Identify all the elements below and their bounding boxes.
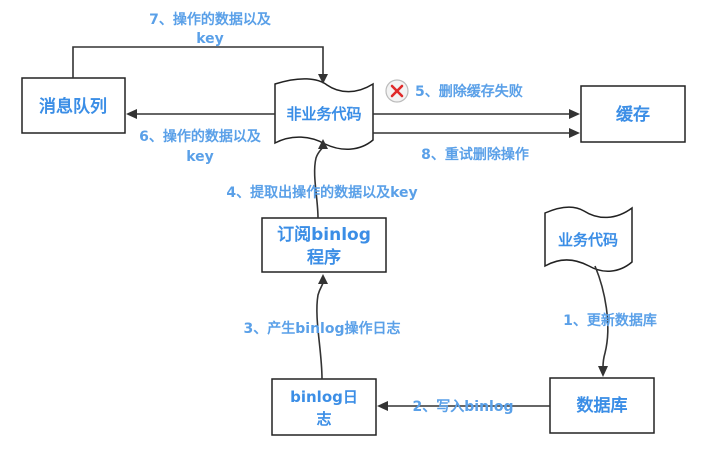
edge-5-label: 5、删除缓存失败 <box>415 83 524 100</box>
edge-6-label-line2: key <box>186 149 214 165</box>
edge-4-label: 4、提取出操作的数据以及key <box>226 184 417 201</box>
node-business-code[interactable]: 业务代码 <box>544 206 633 272</box>
edge-6: 6、操作的数据以及 key <box>126 109 275 165</box>
node-cache[interactable]: 缓存 <box>580 85 686 143</box>
cache-label: 缓存 <box>616 104 650 125</box>
binlog-log-label-line2: 志 <box>316 410 331 428</box>
edge-1: 1、更新数据库 <box>563 265 657 377</box>
subscribe-binlog-label-line1: 订阅binlog <box>277 224 371 245</box>
node-message-queue[interactable]: 消息队列 <box>21 77 126 134</box>
binlog-log-label-line1: binlog日 <box>290 388 358 406</box>
database-label: 数据库 <box>577 395 628 416</box>
edge-8-label: 8、重试删除操作 <box>421 146 529 163</box>
close-circle-icon <box>385 79 409 103</box>
edge-2: 2、写入binlog <box>377 399 550 415</box>
edge-5: 5、删除缓存失败 <box>373 79 580 119</box>
node-non-business-code[interactable]: 非业务代码 <box>274 78 374 150</box>
edge-7-label-line2: key <box>196 31 224 47</box>
node-database[interactable]: 数据库 <box>549 377 655 434</box>
edge-1-label: 1、更新数据库 <box>563 312 657 329</box>
edge-7-label-line1: 7、操作的数据以及 <box>149 11 272 28</box>
edge-7: 7、操作的数据以及 key <box>72 11 328 84</box>
business-code-label: 业务代码 <box>558 231 618 249</box>
edge-8: 8、重试删除操作 <box>373 128 580 163</box>
edge-4: 4、提取出操作的数据以及key <box>226 139 418 219</box>
subscribe-binlog-label-line2: 程序 <box>307 247 341 268</box>
non-business-code-label: 非业务代码 <box>286 105 361 123</box>
edge-3: 3、产生binlog操作日志 <box>244 274 401 380</box>
node-binlog-log[interactable]: binlog日 志 <box>271 378 377 436</box>
node-subscribe-binlog[interactable]: 订阅binlog 程序 <box>261 217 387 273</box>
edge-6-label-line1: 6、操作的数据以及 <box>139 128 262 145</box>
message-queue-label: 消息队列 <box>39 96 107 117</box>
edge-2-label: 2、写入binlog <box>413 399 514 415</box>
edge-3-label: 3、产生binlog操作日志 <box>244 320 401 337</box>
